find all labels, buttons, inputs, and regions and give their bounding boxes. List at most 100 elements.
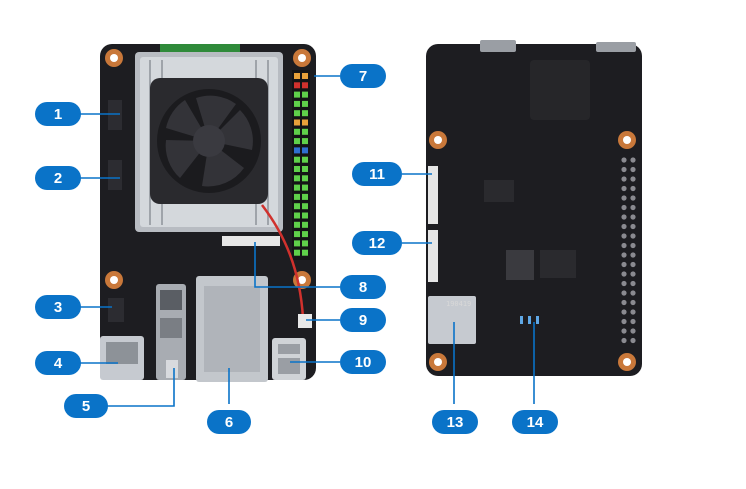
back-pin-pad [621, 299, 627, 306]
back-pin-pad [621, 157, 627, 163]
callout-label-6: 6 [225, 414, 233, 431]
callout-label-13: 13 [447, 414, 464, 431]
back-pin-pad [630, 337, 636, 344]
back-pin-pad [630, 204, 636, 211]
gpio-pin [302, 193, 308, 200]
back-pin-pad [621, 261, 627, 268]
front-board [100, 44, 316, 382]
callout-badge-2: 2 [35, 166, 81, 190]
back-pin-pad [630, 299, 636, 306]
gpio-pin [302, 147, 308, 154]
gpio-pin [294, 100, 300, 107]
back-port-top [480, 40, 516, 52]
gpio-pin [294, 212, 300, 219]
gpio-pin [302, 231, 308, 238]
callout-label-8: 8 [359, 279, 367, 296]
gpio-pin [302, 110, 308, 117]
back-pin-pad [630, 157, 636, 163]
callout-label-5: 5 [82, 398, 90, 415]
back-pin-pad [621, 204, 627, 211]
fan-wire [261, 204, 305, 319]
back-inductor [506, 250, 534, 280]
gpio-pin [294, 138, 300, 145]
back-pin-pad [630, 214, 636, 220]
gpio-pin [302, 91, 308, 98]
callout-label-3: 3 [54, 299, 62, 316]
callout-badge-5: 5 [64, 394, 108, 418]
gpio-pin [302, 203, 308, 210]
gpio-pin [294, 82, 300, 89]
callout-badge-3: 3 [35, 295, 81, 319]
callout-label-9: 9 [359, 312, 367, 329]
back-pin-pad [630, 185, 636, 192]
back-pin-pad [621, 242, 627, 249]
back-pin-pad [630, 166, 636, 173]
back-pin-pad [621, 166, 627, 173]
callout-label-12: 12 [369, 235, 386, 252]
gpio-pin [294, 193, 300, 200]
gpio-pin [302, 138, 308, 145]
callout-badge-6: 6 [207, 410, 251, 434]
gpio-pin [302, 175, 308, 182]
gpio-pin [294, 231, 300, 238]
back-connector-12 [428, 230, 438, 282]
back-pin-pad [630, 176, 636, 182]
back-pin-pad [630, 233, 636, 239]
back-pin-pad [621, 271, 627, 277]
callout-badge-1: 1 [35, 102, 81, 126]
back-pin-pad [621, 233, 627, 239]
gpio-pin [294, 110, 300, 117]
callout-badge-4: 4 [35, 351, 81, 375]
back-pin-pad [630, 261, 636, 268]
callout-badge-8: 8 [340, 275, 386, 299]
callout-label-14: 14 [527, 414, 544, 431]
gpio-pin [294, 166, 300, 172]
callout-label-4: 4 [54, 355, 63, 372]
gpio-pin [302, 128, 308, 135]
led-block-1 [108, 100, 122, 130]
gpio-pin [294, 175, 300, 182]
gpio-pin [302, 73, 308, 79]
gpio-header [292, 70, 310, 260]
mipi-connector [222, 236, 280, 246]
back-pin-pad [630, 280, 636, 287]
back-pin-pad [621, 337, 627, 344]
gpio-pin [302, 240, 308, 247]
callout-label-7: 7 [359, 68, 367, 85]
back-pin-pad [630, 318, 636, 325]
gpio-pin [294, 184, 300, 191]
callout-badge-14: 14 [512, 410, 558, 434]
gpio-pin [294, 240, 300, 247]
back-pin-pad [630, 309, 636, 315]
gpio-pin [302, 166, 308, 172]
microsd-slot [428, 296, 476, 344]
back-pin-pad [630, 252, 636, 258]
callout-badge-12: 12 [352, 231, 402, 255]
gpio-pin [302, 82, 308, 89]
back-pin-pad [621, 195, 627, 201]
gpio-pin [294, 203, 300, 210]
back-pin-pad [630, 195, 636, 201]
back-pin-pad [621, 223, 627, 230]
sd-label: 190419 [446, 300, 471, 308]
callout-label-10: 10 [355, 354, 372, 371]
gpio-pin [294, 73, 300, 79]
led-block-2 [108, 160, 122, 190]
back-pin-pad [621, 252, 627, 258]
callout-badge-13: 13 [432, 410, 478, 434]
back-pin-pad [621, 309, 627, 315]
gpio-pin [294, 119, 300, 126]
gpio-pin [294, 147, 300, 154]
back-pin-pad [621, 318, 627, 325]
back-pin-pad [621, 280, 627, 287]
heatsink [135, 52, 283, 232]
back-gpio-pads [621, 157, 636, 344]
gpio-pin [294, 221, 300, 228]
callout-label-11: 11 [369, 166, 385, 183]
gpio-pin [302, 100, 308, 107]
callout-badge-9: 9 [340, 308, 386, 332]
back-pin-pad [621, 214, 627, 220]
gpio-pin [294, 249, 300, 256]
